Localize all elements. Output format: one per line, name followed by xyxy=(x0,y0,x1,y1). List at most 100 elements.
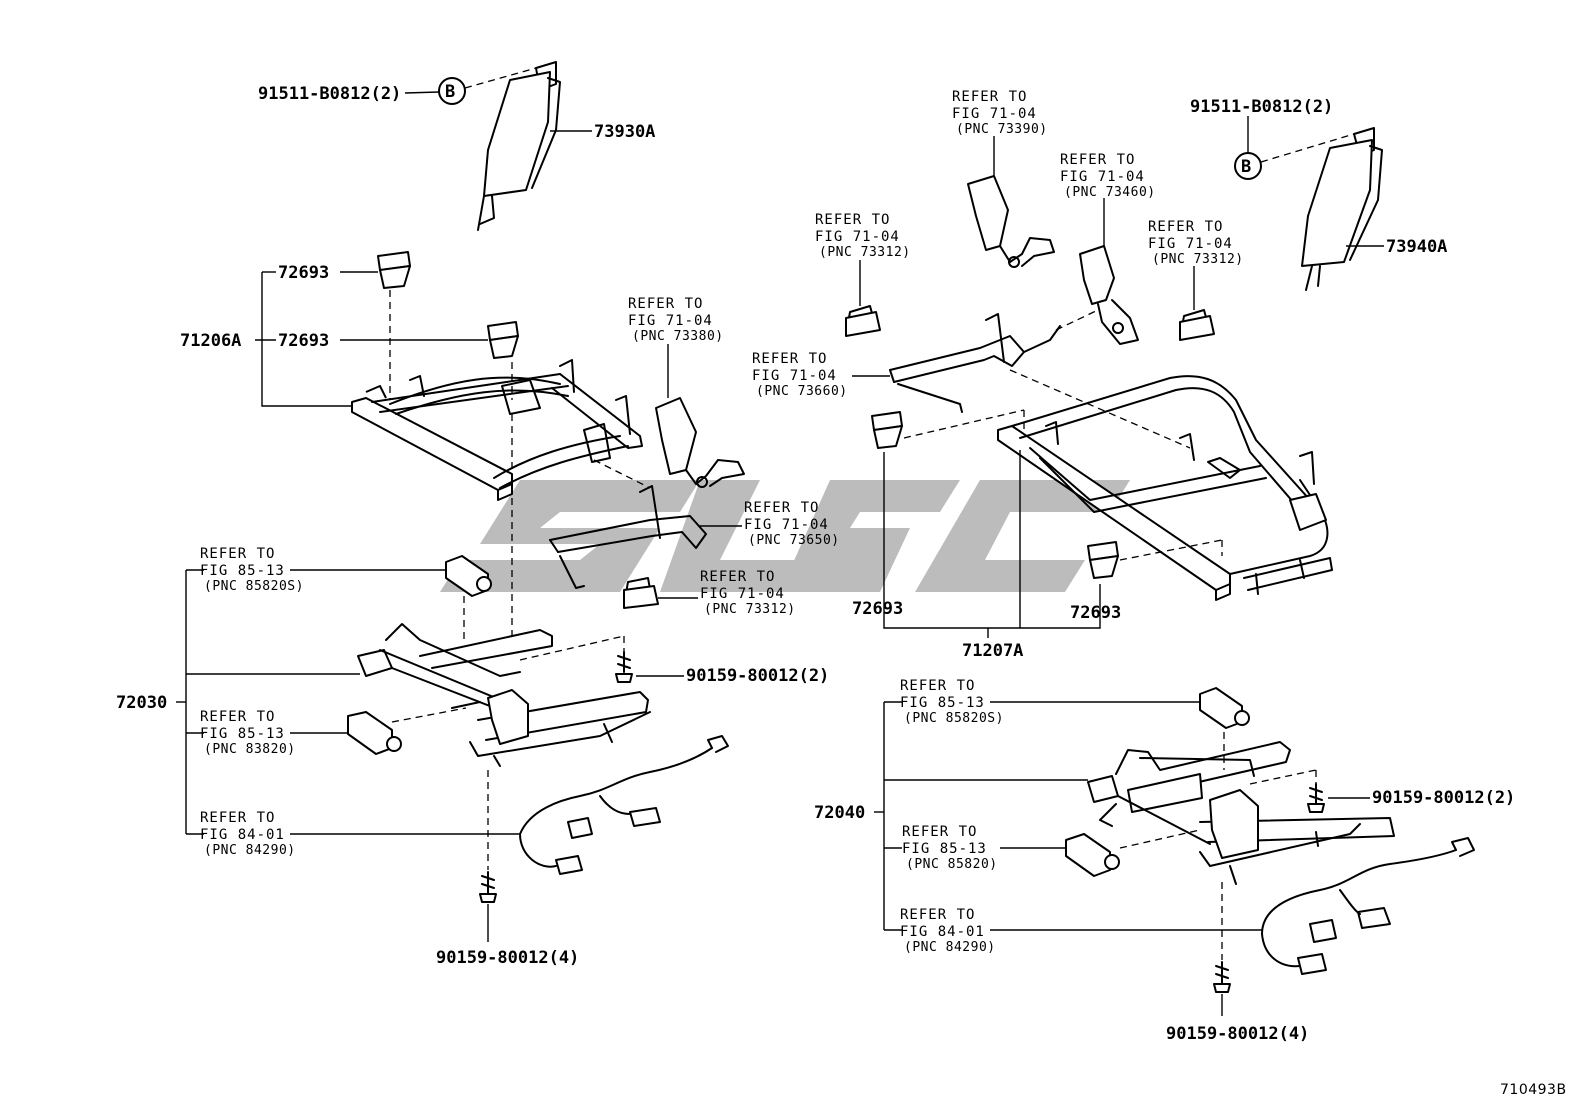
seat-belt-buckle-right xyxy=(1301,127,1383,291)
svg-text:FIG 71-04: FIG 71-04 xyxy=(1148,236,1233,252)
svg-text:REFER TO: REFER TO xyxy=(200,709,275,725)
svg-text:FIG 71-04: FIG 71-04 xyxy=(700,586,785,602)
cap-right-73312-a xyxy=(845,305,881,337)
svg-text:(PNC 84290): (PNC 84290) xyxy=(204,843,296,858)
screw-left-lower xyxy=(479,871,497,903)
svg-text:REFER TO: REFER TO xyxy=(900,678,975,694)
ref-note-73380: REFER TO FIG 71-04 (PNC 73380) xyxy=(628,296,724,344)
wire-harness-left xyxy=(519,735,729,875)
part-number-cap-left-mid: 72693 xyxy=(278,331,329,351)
svg-text:FIG 71-04: FIG 71-04 xyxy=(628,313,713,329)
ref-note-84290-left: REFER TO FIG 84-01 (PNC 84290) xyxy=(200,810,296,858)
callout-b-left: B xyxy=(445,82,455,102)
motor-right-85820S xyxy=(1199,687,1250,729)
ref-note-85820s-right: REFER TO FIG 85-13 (PNC 85820S) xyxy=(900,678,1004,726)
svg-text:FIG 84-01: FIG 84-01 xyxy=(900,924,985,940)
svg-text:FIG 85-13: FIG 85-13 xyxy=(200,563,285,579)
part-number-bolt-b-left: 91511-B0812(2) xyxy=(258,84,401,104)
svg-text:FIG 71-04: FIG 71-04 xyxy=(1060,169,1145,185)
part-number-bolt-b-right: 91511-B0812(2) xyxy=(1190,97,1333,117)
svg-text:(PNC 85820S): (PNC 85820S) xyxy=(204,579,304,594)
ref-note-73312-right-b: REFER TO FIG 71-04 (PNC 73312) xyxy=(1148,219,1244,267)
cap-right-a xyxy=(871,411,903,449)
svg-text:(PNC 73312): (PNC 73312) xyxy=(704,602,796,617)
svg-text:(PNC 85820): (PNC 85820) xyxy=(906,857,998,872)
motor-left-85820S xyxy=(445,555,492,597)
buckle-right-73460 xyxy=(1079,245,1139,345)
cap-left-mid xyxy=(487,321,519,359)
svg-text:(PNC 73660): (PNC 73660) xyxy=(756,384,848,399)
bar-right-73660 xyxy=(889,313,1061,413)
svg-text:REFER TO: REFER TO xyxy=(1060,152,1135,168)
part-number-screw-right-lower: 90159-80012(4) xyxy=(1166,1024,1309,1044)
buckle-left-73380 xyxy=(655,397,745,488)
screw-right-lower xyxy=(1213,961,1231,993)
screw-right-upper xyxy=(1307,783,1325,813)
svg-text:FIG 71-04: FIG 71-04 xyxy=(952,106,1037,122)
watermark-logo xyxy=(440,480,1130,592)
ref-note-83820-left: REFER TO FIG 85-13 (PNC 83820) xyxy=(200,709,296,757)
svg-text:REFER TO: REFER TO xyxy=(900,907,975,923)
seat-frame-left xyxy=(351,359,643,501)
svg-text:REFER TO: REFER TO xyxy=(815,212,890,228)
ref-note-73312-right-a: REFER TO FIG 71-04 (PNC 73312) xyxy=(815,212,911,260)
svg-text:REFER TO: REFER TO xyxy=(700,569,775,585)
svg-text:REFER TO: REFER TO xyxy=(1148,219,1223,235)
part-number-cap-right-b: 72693 xyxy=(1070,603,1121,623)
seat-adjuster-right xyxy=(1087,741,1395,885)
screw-left-upper xyxy=(615,651,633,683)
part-number-cap-left-top: 72693 xyxy=(278,263,329,283)
svg-text:(PNC 73380): (PNC 73380) xyxy=(632,329,724,344)
part-number-screw-right-upper: 90159-80012(2) xyxy=(1372,788,1515,808)
ref-note-84290-right: REFER TO FIG 84-01 (PNC 84290) xyxy=(900,907,996,955)
cap-left-top xyxy=(377,251,411,289)
motor-right-85820 xyxy=(1065,833,1120,877)
svg-text:(PNC 84290): (PNC 84290) xyxy=(904,940,996,955)
svg-text:FIG 84-01: FIG 84-01 xyxy=(200,827,285,843)
svg-text:(PNC 73650): (PNC 73650) xyxy=(748,533,840,548)
svg-text:(PNC 83820): (PNC 83820) xyxy=(204,742,296,757)
part-number-frame-right: 71207A xyxy=(962,641,1023,661)
bar-left-73650 xyxy=(549,485,707,589)
seat-belt-buckle-left xyxy=(477,61,561,231)
svg-text:FIG 71-04: FIG 71-04 xyxy=(744,517,829,533)
svg-text:REFER TO: REFER TO xyxy=(744,500,819,516)
svg-text:FIG 85-13: FIG 85-13 xyxy=(902,841,987,857)
diagram-id: 710493B xyxy=(1500,1082,1567,1098)
svg-text:REFER TO: REFER TO xyxy=(902,824,977,840)
part-number-screw-left-lower: 90159-80012(4) xyxy=(436,948,579,968)
svg-text:(PNC 85820S): (PNC 85820S) xyxy=(904,711,1004,726)
svg-text:FIG 85-13: FIG 85-13 xyxy=(200,726,285,742)
svg-text:REFER TO: REFER TO xyxy=(752,351,827,367)
part-number-frame-left: 71206A xyxy=(180,331,241,351)
svg-text:REFER TO: REFER TO xyxy=(952,89,1027,105)
svg-text:(PNC 73460): (PNC 73460) xyxy=(1064,185,1156,200)
ref-note-85820-right: REFER TO FIG 85-13 (PNC 85820) xyxy=(902,824,998,872)
svg-text:REFER TO: REFER TO xyxy=(200,810,275,826)
part-number-adjuster-right: 72040 xyxy=(814,803,865,823)
svg-text:REFER TO: REFER TO xyxy=(200,546,275,562)
seat-frame-right xyxy=(997,375,1333,601)
part-number-cap-right-a: 72693 xyxy=(852,599,903,619)
motor-left-83820 xyxy=(347,711,402,755)
svg-text:(PNC 73312): (PNC 73312) xyxy=(1152,252,1244,267)
svg-text:(PNC 73312): (PNC 73312) xyxy=(819,245,911,260)
svg-text:FIG 85-13: FIG 85-13 xyxy=(900,695,985,711)
callout-b-right: B xyxy=(1241,157,1251,177)
cap-right-b xyxy=(1087,541,1119,579)
callout-b-left-circle xyxy=(438,77,466,105)
part-number-belt-left: 73930A xyxy=(594,122,655,142)
ref-note-73660: REFER TO FIG 71-04 (PNC 73660) xyxy=(752,351,848,399)
ref-note-85820s-left: REFER TO FIG 85-13 (PNC 85820S) xyxy=(200,546,304,594)
part-number-belt-right: 73940A xyxy=(1386,237,1447,257)
svg-text:FIG 71-04: FIG 71-04 xyxy=(752,368,837,384)
cap-right-73312-b xyxy=(1179,309,1215,341)
part-number-screw-left-upper: 90159-80012(2) xyxy=(686,666,829,686)
ref-note-73390: REFER TO FIG 71-04 (PNC 73390) xyxy=(952,89,1047,137)
wire-harness-right xyxy=(1261,837,1475,975)
part-number-adjuster-left: 72030 xyxy=(116,693,167,713)
svg-text:REFER TO: REFER TO xyxy=(628,296,703,312)
ref-note-73312-left: REFER TO FIG 71-04 (PNC 73312) xyxy=(700,569,796,617)
cap-left-73312 xyxy=(623,577,659,609)
